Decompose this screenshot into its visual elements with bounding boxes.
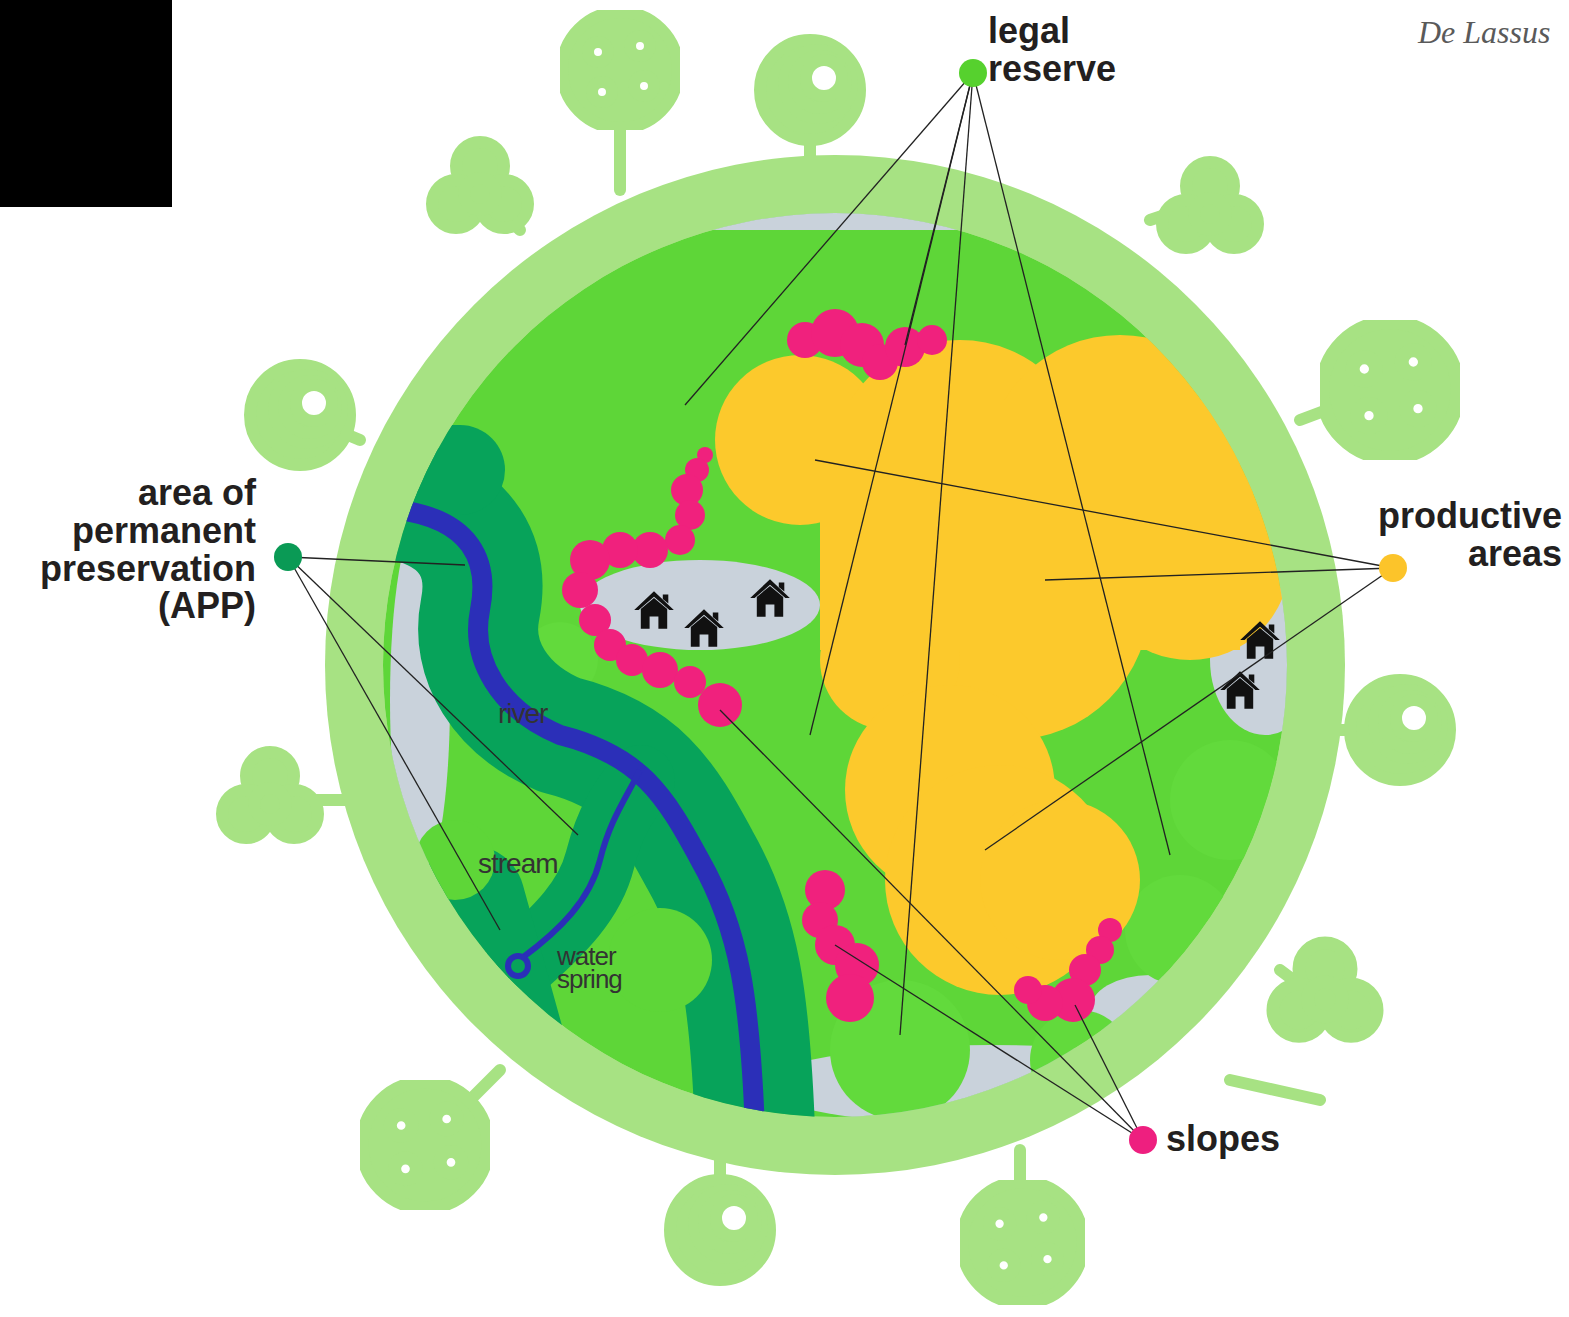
- map-shape: [288, 557, 578, 835]
- map-shape: [973, 73, 1170, 855]
- black-block: [0, 0, 172, 207]
- map-shape: [1125, 875, 1235, 985]
- map-label: river: [498, 700, 588, 728]
- map-shape: [288, 557, 500, 930]
- map-shape: [522, 622, 1290, 1120]
- globe-interior: [380, 200, 1320, 1130]
- callout-dot: [1129, 1126, 1157, 1154]
- map-shape: [562, 572, 598, 608]
- map-shape: [962, 1182, 1083, 1303]
- map-shape: [720, 710, 1143, 1140]
- map-shape: [815, 460, 1393, 568]
- map-shape: [665, 525, 695, 555]
- map-shape: [750, 579, 790, 616]
- logo-text: De Lassus: [1418, 16, 1558, 48]
- map-shape: [917, 325, 947, 355]
- callout-dot: [274, 543, 302, 571]
- callout-label: legal reserve: [988, 12, 1163, 88]
- map-shape: [1350, 680, 1450, 780]
- globe-ring: [325, 155, 1345, 1175]
- river: [400, 510, 755, 1130]
- map-shape: [1014, 976, 1042, 1004]
- map-shape: [1045, 568, 1393, 580]
- map-shape: [980, 800, 1140, 960]
- map-shape: [760, 40, 860, 140]
- productive-area: [715, 335, 1290, 995]
- map-shape: [684, 609, 724, 646]
- map-shape: [400, 500, 755, 1130]
- callout-dot: [1379, 554, 1407, 582]
- slopes: [562, 309, 1122, 1022]
- map-shape: [634, 591, 674, 628]
- map-shape: [670, 1180, 770, 1280]
- map-shape: [1170, 740, 1290, 860]
- map-shape: [900, 73, 973, 1035]
- map-shape: [1322, 322, 1457, 457]
- callout-label: area of permanent preservation (APP): [4, 474, 256, 625]
- callout-label: slopes: [1166, 1120, 1326, 1158]
- map-shape: [380, 960, 460, 1040]
- map-shape: [835, 945, 1143, 1140]
- map-shape: [470, 900, 520, 1080]
- map-shape: [562, 12, 678, 128]
- map-shape: [222, 752, 318, 838]
- map-shape: [985, 568, 1393, 850]
- map-shape: [1090, 975, 1210, 1045]
- map-shape: [1220, 671, 1260, 708]
- houses: [634, 579, 1280, 708]
- map-shape: [432, 142, 528, 228]
- map-shape: [810, 73, 973, 735]
- map-shape: [1273, 943, 1377, 1036]
- map-shape: [698, 683, 742, 727]
- callout-label: productive areas: [1348, 497, 1562, 573]
- map-label: water spring: [557, 945, 652, 992]
- map-label: stream: [478, 850, 588, 878]
- callout-dot: [959, 59, 987, 87]
- app-band: [400, 470, 755, 1130]
- map-shape: [826, 974, 874, 1022]
- map-shape: [1240, 621, 1280, 658]
- map-shape: [685, 73, 973, 405]
- map-shape: [400, 425, 460, 515]
- map-shape: [1075, 1005, 1143, 1140]
- map-shape: [760, 1045, 1220, 1125]
- water-spring: [508, 956, 528, 976]
- map-shape: [362, 1082, 488, 1208]
- map-shape: [1162, 162, 1258, 248]
- map-shape: [288, 557, 465, 565]
- map-shape: [674, 666, 706, 698]
- map-shape: [250, 365, 350, 465]
- map-shape: [1230, 1080, 1320, 1100]
- map-shape: [642, 652, 678, 688]
- map-shape: [1030, 1010, 1130, 1110]
- leader-lines: [288, 73, 1393, 1140]
- map-shape: [608, 908, 712, 1012]
- trees: [222, 12, 1458, 1303]
